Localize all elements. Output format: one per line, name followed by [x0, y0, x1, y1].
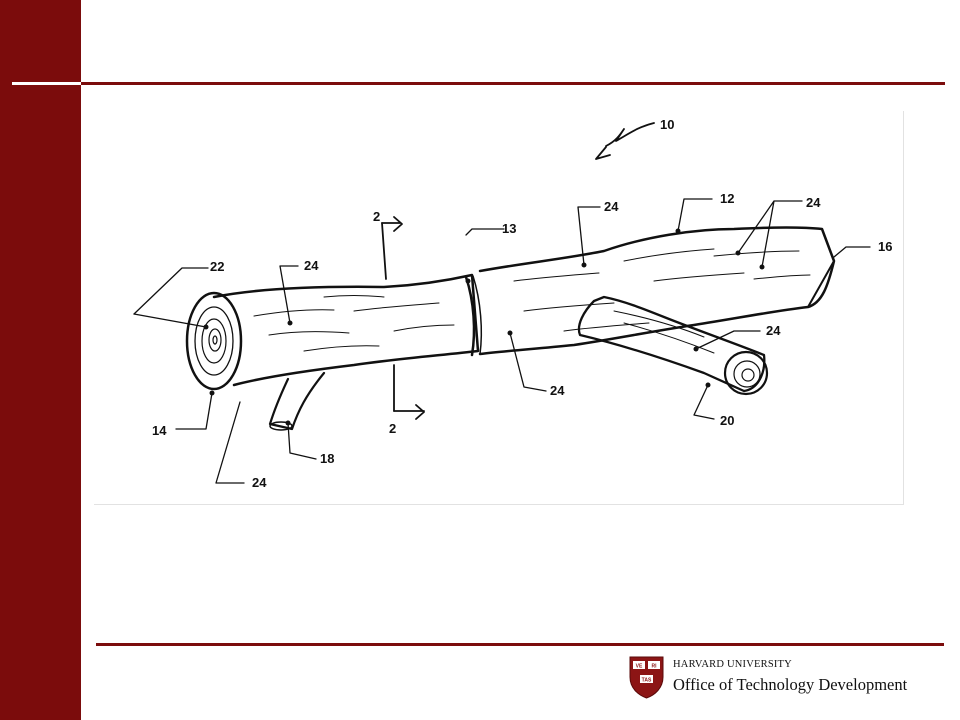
label-14: 14: [152, 423, 167, 438]
header-rule: [81, 82, 945, 85]
label-10: 10: [660, 117, 674, 132]
left-log-end: [185, 291, 243, 391]
svg-text:RI: RI: [652, 664, 658, 670]
label-24-right-log: 24: [604, 199, 619, 214]
office-name: Office of Technology Development: [673, 675, 908, 694]
log-drawing: 10 12 13 14 16 18 20 22 24 24 24 24 24 2…: [133, 117, 892, 490]
sidebar-accent-line: [12, 82, 81, 85]
left-log-outline: [212, 273, 480, 387]
label-16: 16: [878, 239, 892, 254]
right-log-outline: [478, 226, 836, 356]
label-13: 13: [502, 221, 516, 236]
svg-text:TAS: TAS: [642, 678, 652, 684]
label-24-bottom-left: 24: [252, 475, 267, 490]
left-branch: [268, 371, 326, 431]
section-label-bottom: 2: [389, 421, 396, 436]
right-branch: [577, 295, 766, 393]
label-22: 22: [210, 259, 224, 274]
left-sidebar-bar: [0, 0, 81, 720]
patent-figure: 10 12 13 14 16 18 20 22 24 24 24 24 24 2…: [94, 111, 904, 505]
section-label-top: 2: [373, 209, 380, 224]
joint-ring: [464, 275, 476, 357]
label-24-bottom-center: 24: [550, 383, 565, 398]
label-12: 12: [720, 191, 734, 206]
right-branch-end: [723, 350, 769, 396]
svg-text:VE: VE: [636, 664, 643, 670]
label-24-top-right: 24: [806, 195, 821, 210]
label-24-branch: 24: [766, 323, 781, 338]
label-20: 20: [720, 413, 734, 428]
footer-rule: [96, 643, 944, 646]
university-name: HARVARD UNIVERSITY: [673, 659, 792, 670]
harvard-shield-icon: VE RI TAS: [629, 656, 664, 699]
label-24-left-log: 24: [304, 258, 319, 273]
label-18: 18: [320, 451, 334, 466]
section-line-top: [381, 222, 387, 280]
